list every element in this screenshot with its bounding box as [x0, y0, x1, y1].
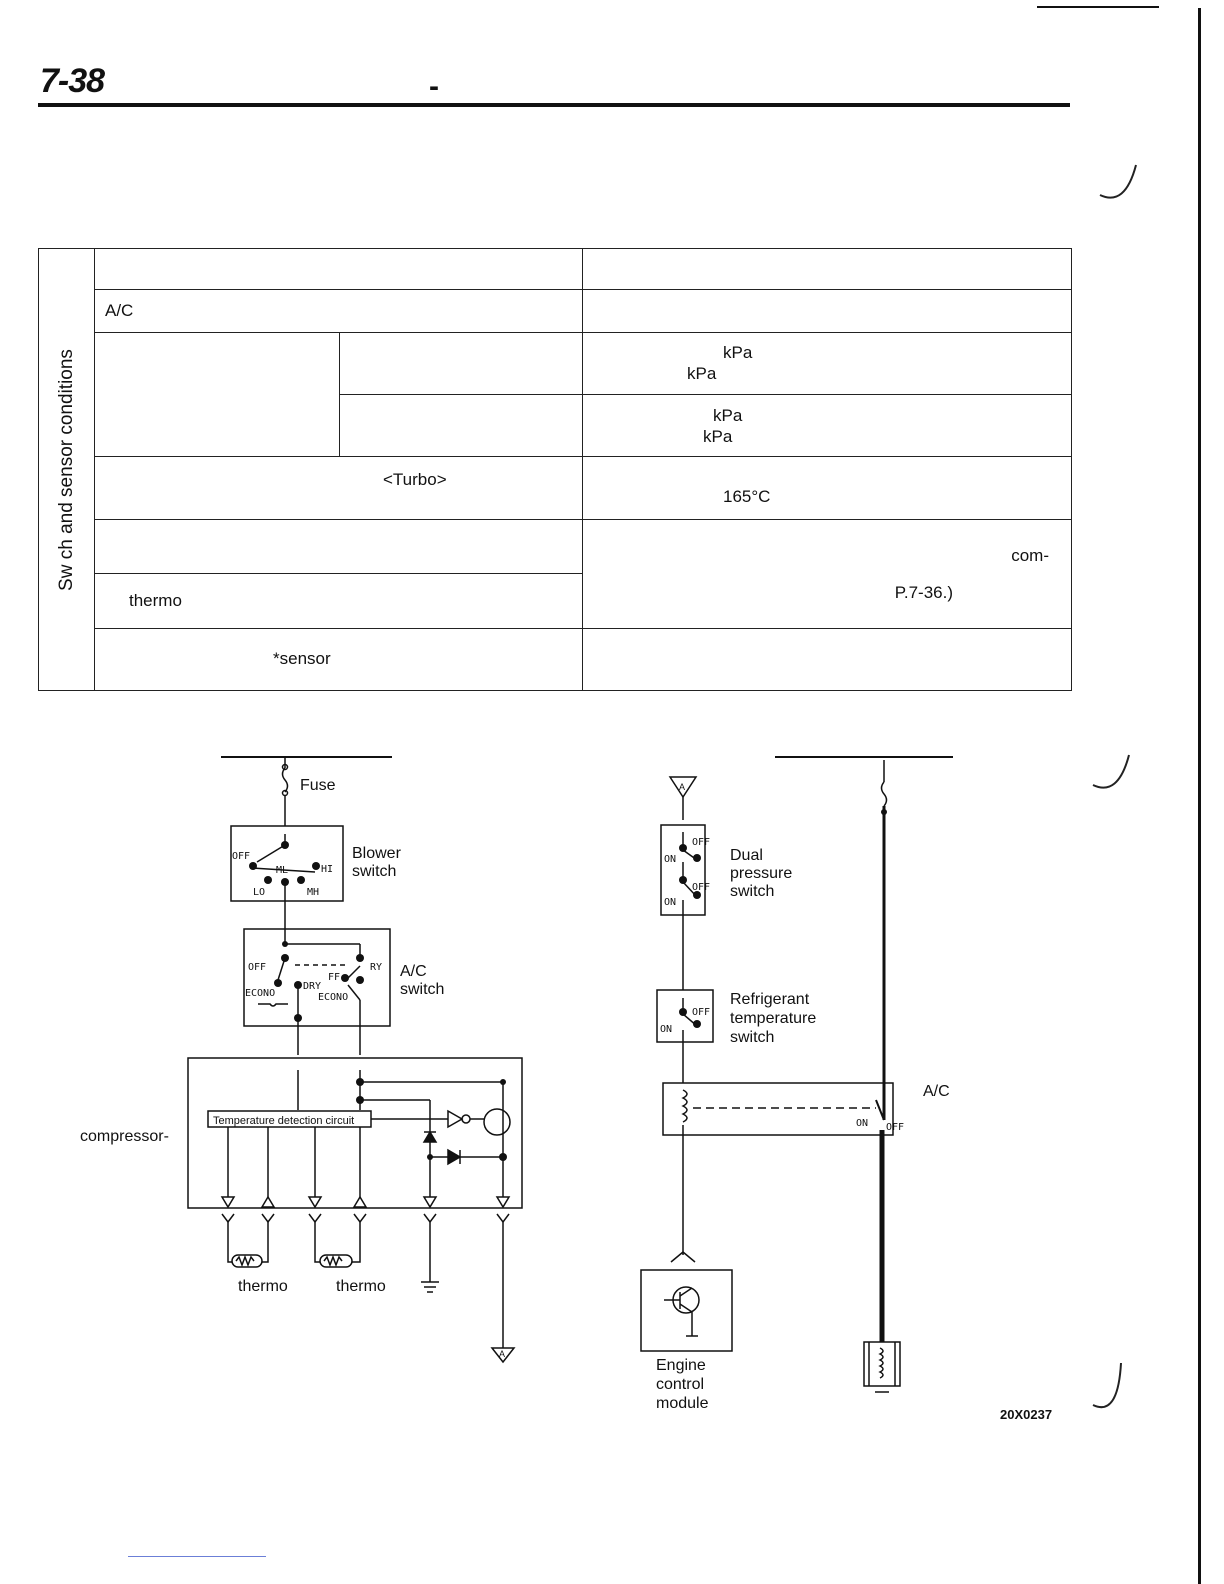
refrigerant-label-1: Refrigerant	[730, 991, 810, 1008]
header-rule	[38, 103, 1070, 107]
page-edge-rule	[1198, 8, 1201, 1584]
ac-relay-label: A/C	[923, 1083, 950, 1100]
dual-pressure-label-2: pressure	[730, 865, 792, 882]
connector-a-top: A	[679, 782, 685, 792]
blower-pos-off: OFF	[232, 851, 250, 862]
compressor-label: compressor-	[80, 1128, 169, 1145]
cell-r2-left: A/C	[94, 289, 583, 333]
cell-r3-b	[339, 331, 583, 395]
refrigerant-label-3: switch	[730, 1029, 774, 1046]
dual-pressure-label-3: switch	[730, 883, 774, 900]
relay-pos-off: OFF	[886, 1122, 904, 1133]
ecm-label-2: control	[656, 1376, 704, 1393]
side-label-cell: Sw ch and sensor conditions	[38, 248, 95, 691]
rt-pos-on: ON	[660, 1024, 672, 1035]
figure-code: 20X0237	[1000, 1407, 1052, 1422]
r3-line2: kPa	[687, 364, 717, 384]
ac-pos-econo-right: ECONO	[318, 992, 348, 1003]
dp-pos-off-2: OFF	[692, 882, 710, 893]
thermo-right-label: thermo	[336, 1278, 386, 1295]
ac-pos-dry: DRY	[303, 981, 321, 992]
r67-line2: P.7-36.)	[894, 582, 953, 602]
cell-r8-left: *sensor	[94, 627, 583, 692]
cell-r3-right: kPa kPa	[582, 331, 1072, 395]
dp-pos-off-1: OFF	[692, 837, 710, 848]
refrigerant-label-2: temperature	[730, 1010, 816, 1027]
spec-table: Sw ch and sensor conditions A/C kPa kPa …	[38, 247, 1072, 692]
cell-r67-right: com- P.7-36.)	[582, 518, 1072, 629]
ac-pos-econo-left: ECONO	[245, 988, 275, 999]
ecm-label-1: Engine	[656, 1357, 706, 1374]
cell-r1-right	[582, 247, 1072, 291]
r4-line1: kPa	[713, 405, 743, 425]
blower-switch-label-1: Blower	[352, 845, 402, 862]
cell-r8-right	[582, 627, 1072, 692]
top-rule	[1037, 6, 1159, 8]
blower-pos-ml: ML	[276, 865, 288, 876]
ac-pos-off: OFF	[248, 962, 266, 973]
fuse-label: Fuse	[300, 777, 336, 794]
r67-line1: com-	[1011, 545, 1049, 565]
ac-switch-label-1: A/C	[400, 963, 427, 980]
thermo-left-label: thermo	[238, 1278, 288, 1295]
ac-switch-label-2: switch	[400, 981, 444, 998]
blower-pos-lo: LO	[253, 887, 265, 898]
relay-pos-on: ON	[856, 1118, 868, 1129]
rt-pos-off: OFF	[692, 1007, 710, 1018]
header-dash: -	[429, 70, 439, 103]
dp-pos-on-2: ON	[664, 897, 676, 908]
blower-switch-label-2: switch	[352, 863, 396, 880]
cell-r6-left	[94, 518, 583, 575]
connector-a-bottom: A	[499, 1349, 505, 1359]
dual-pressure-label-1: Dual	[730, 847, 763, 864]
r4-line2: kPa	[703, 426, 733, 446]
blower-pos-mh: MH	[307, 887, 319, 898]
page-number: 7-38	[40, 62, 105, 100]
cell-r7-left: thermo	[94, 573, 583, 629]
r3-line1: kPa	[723, 343, 753, 363]
blower-pos-hi: HI	[321, 864, 333, 875]
ac-pos-ry: RY	[370, 962, 382, 973]
temp-circuit-label: Temperature detection circuit	[213, 1115, 354, 1127]
cell-r5-left: <Turbo>	[94, 456, 583, 520]
cell-r5-right: 165°C	[582, 456, 1072, 520]
ecm-label-3: module	[656, 1395, 709, 1412]
bottom-link-rule	[128, 1556, 266, 1557]
ac-pos-ff: FF	[328, 972, 340, 983]
dp-pos-on-1: ON	[664, 854, 676, 865]
